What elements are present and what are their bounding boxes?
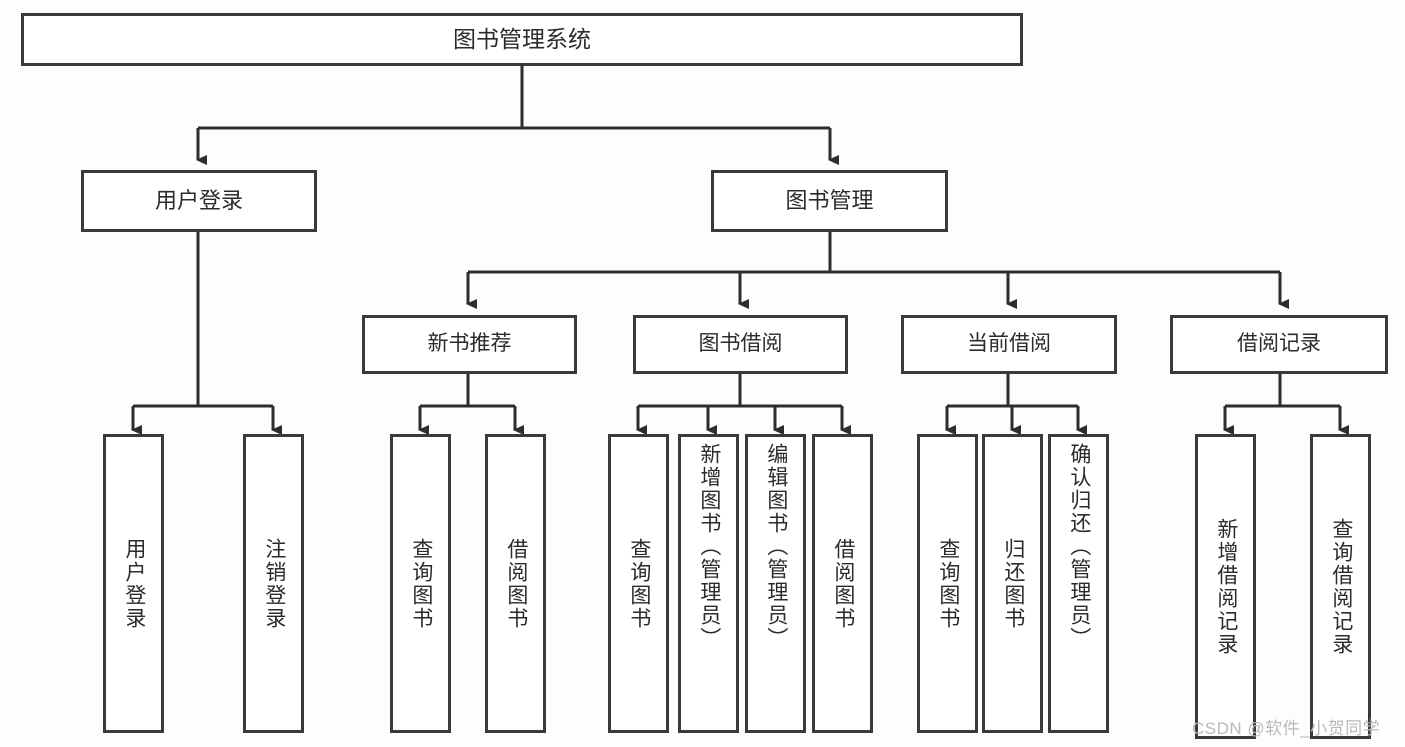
leaf-current-borrow-confirm-return-admin[interactable]: 确认归还（管理员） xyxy=(1048,434,1109,733)
node-root-system[interactable]: 图书管理系统 xyxy=(21,13,1023,66)
leaf-user-login-signin[interactable]: 用户登录 xyxy=(103,434,164,733)
node-label: 图书管理 xyxy=(785,188,874,214)
leaf-label: 注销登录 xyxy=(262,537,286,630)
leaf-current-borrow-query-book[interactable]: 查询图书 xyxy=(917,434,978,733)
leaf-new-book-query-book[interactable]: 查询图书 xyxy=(390,434,451,733)
node-label: 当前借阅 xyxy=(967,332,1051,356)
node-new-book-recommend[interactable]: 新书推荐 xyxy=(362,315,577,374)
leaf-book-borrow-borrow-book[interactable]: 借阅图书 xyxy=(812,434,873,733)
leaf-label: 查询图书 xyxy=(409,537,433,630)
leaf-current-borrow-return-book[interactable]: 归还图书 xyxy=(982,434,1043,733)
leaf-label: 借阅图书 xyxy=(504,537,528,630)
leaf-user-login-signout[interactable]: 注销登录 xyxy=(243,434,304,733)
node-label: 新书推荐 xyxy=(427,332,512,356)
leaf-book-borrow-edit-book-admin[interactable]: 编辑图书（管理员） xyxy=(745,434,806,733)
leaf-book-borrow-query-book[interactable]: 查询图书 xyxy=(608,434,669,733)
leaf-borrow-record-add-record[interactable]: 新增借阅记录 xyxy=(1195,434,1256,739)
node-label: 图书借阅 xyxy=(698,332,783,356)
leaf-label: 查询图书 xyxy=(627,537,651,630)
node-book-management[interactable]: 图书管理 xyxy=(711,170,948,232)
leaf-new-book-borrow-book[interactable]: 借阅图书 xyxy=(485,434,546,733)
leaf-label: 查询图书 xyxy=(936,537,960,630)
leaf-label: 编辑图书（管理员） xyxy=(764,443,788,650)
leaf-label: 新增图书（管理员） xyxy=(697,443,721,650)
node-user-login[interactable]: 用户登录 xyxy=(81,170,317,232)
leaf-book-borrow-add-book-admin[interactable]: 新增图书（管理员） xyxy=(678,434,739,733)
node-label: 图书管理系统 xyxy=(453,25,591,52)
node-current-borrow[interactable]: 当前借阅 xyxy=(901,315,1117,374)
node-book-borrow[interactable]: 图书借阅 xyxy=(633,315,848,374)
leaf-label: 查询借阅记录 xyxy=(1329,517,1353,656)
leaf-label: 新增借阅记录 xyxy=(1214,517,1238,656)
leaf-label: 确认归还（管理员） xyxy=(1067,443,1091,650)
leaf-label: 归还图书 xyxy=(1001,537,1025,630)
node-label: 用户登录 xyxy=(154,188,243,214)
csdn-watermark: CSDN @软件_小贺同学 xyxy=(1192,719,1381,738)
leaf-borrow-record-query-record[interactable]: 查询借阅记录 xyxy=(1310,434,1371,739)
node-label: 借阅记录 xyxy=(1237,332,1321,356)
leaf-label: 用户登录 xyxy=(122,537,146,630)
node-borrow-record[interactable]: 借阅记录 xyxy=(1170,315,1388,374)
leaf-label: 借阅图书 xyxy=(831,537,855,630)
